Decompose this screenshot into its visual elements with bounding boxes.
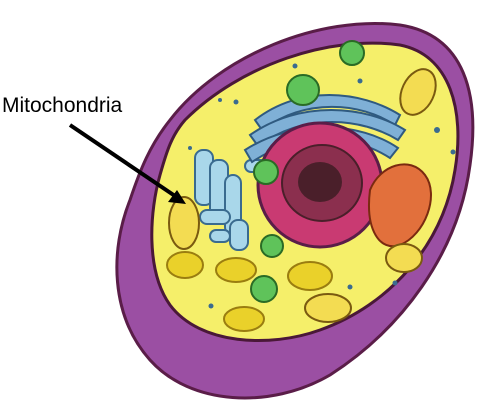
ribosome-dots	[188, 63, 456, 309]
vacuoles	[250, 40, 365, 303]
nucleolus	[298, 162, 342, 202]
mitochondria	[168, 68, 437, 323]
mitochondria-label: Mitochondria	[2, 94, 123, 117]
nucleus	[256, 121, 384, 249]
callout-arrow	[68, 123, 186, 204]
endoplasmic-reticulum	[194, 149, 268, 251]
mitochondrion-left	[168, 196, 200, 250]
lipid-droplets	[166, 251, 333, 332]
orange-organelle	[368, 163, 432, 248]
